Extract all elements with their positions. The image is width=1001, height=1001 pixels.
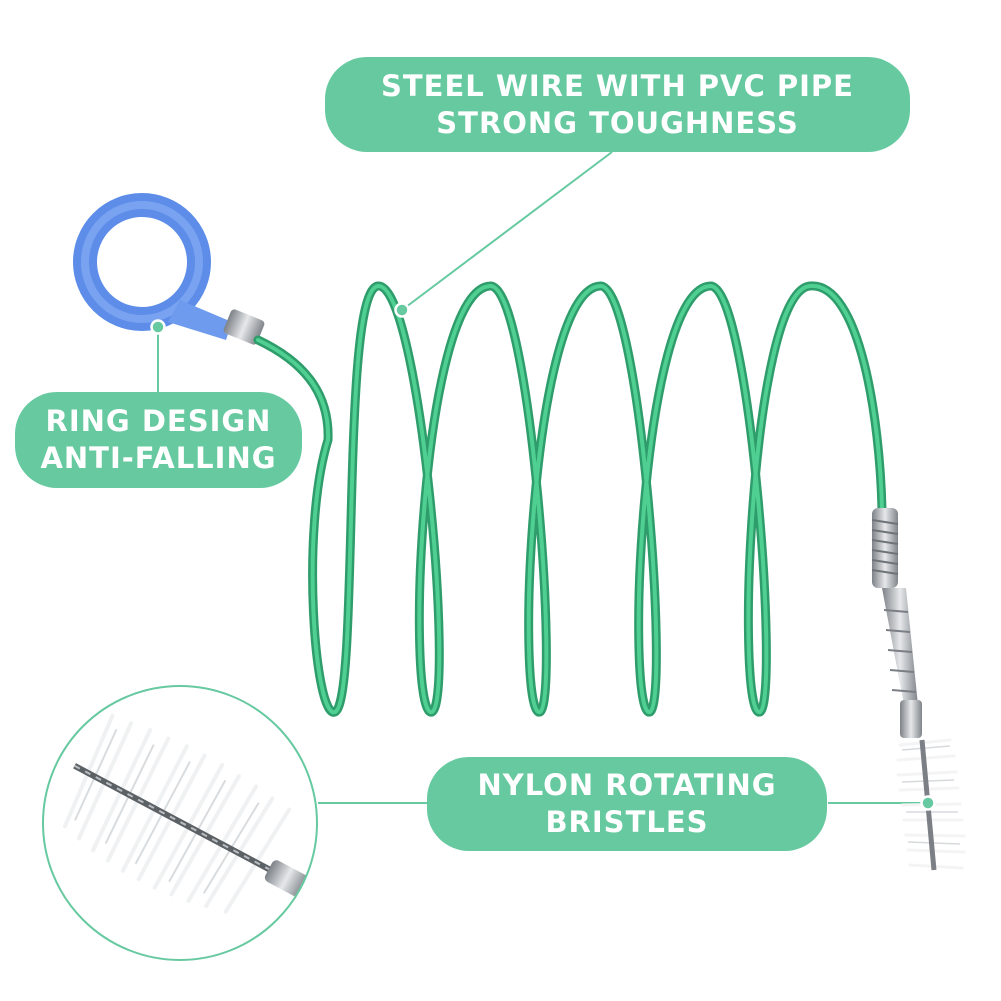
leader-lines	[157, 151, 926, 804]
coiled-wire-icon	[253, 281, 887, 717]
callout-ring: RING DESIGN ANTI-FALLING	[15, 392, 302, 488]
callout-bristles-line1: NYLON ROTATING	[477, 768, 777, 802]
magnifier-inset-icon	[42, 685, 318, 961]
callout-wire-line2: STRONG TOUGHNESS	[436, 105, 799, 140]
inset-border	[42, 685, 318, 961]
callout-wire-line1: STEEL WIRE WITH PVC PIPE	[381, 68, 854, 103]
ring-dot	[150, 319, 166, 335]
callout-ring-line1: RING DESIGN	[45, 404, 272, 438]
brush-head-icon	[871, 508, 966, 871]
callout-ring-line2: ANTI-FALLING	[40, 441, 277, 475]
wire-dot	[394, 302, 410, 318]
callout-bristles-line2: BRISTLES	[545, 805, 709, 839]
leader-line-wire	[401, 151, 613, 311]
callout-wire: STEEL WIRE WITH PVC PIPE STRONG TOUGHNES…	[325, 57, 910, 152]
leader-dots	[150, 302, 936, 811]
callout-bristles: NYLON ROTATING BRISTLES	[427, 757, 827, 851]
ring-handle-icon	[73, 193, 265, 345]
bristles-dot	[920, 795, 936, 811]
